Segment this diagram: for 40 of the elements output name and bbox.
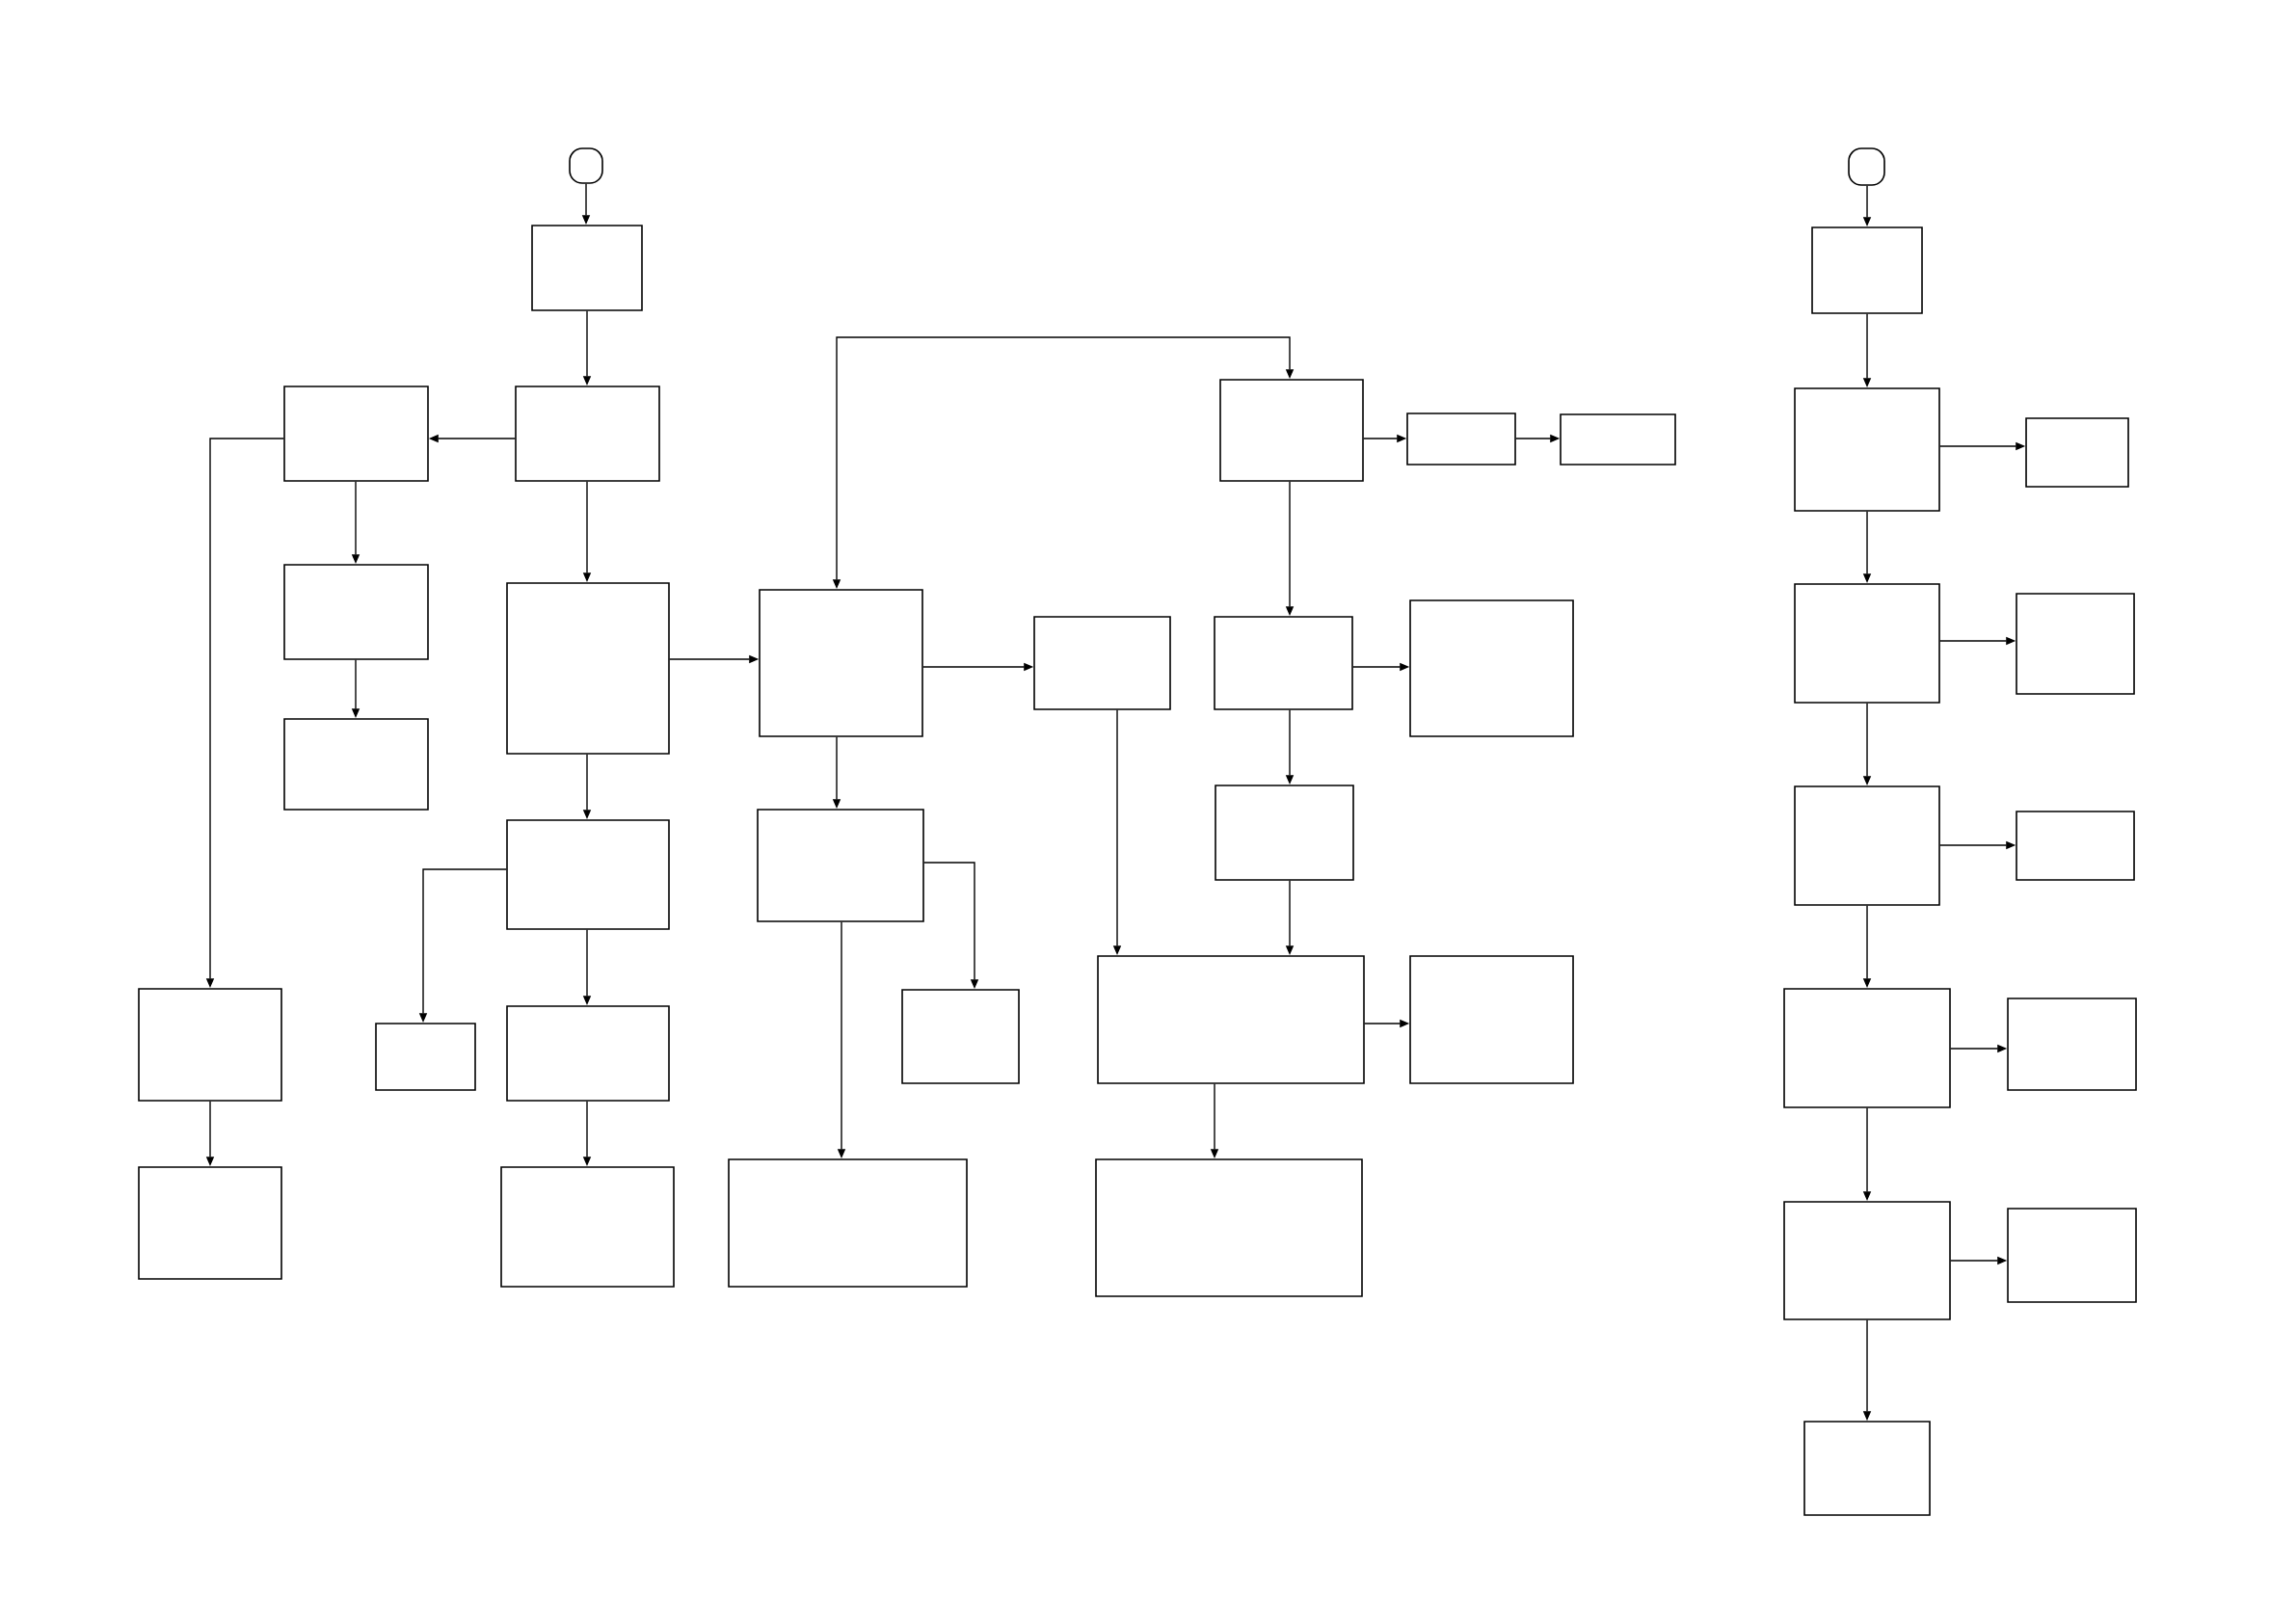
process-box bbox=[1406, 412, 1516, 466]
process-box bbox=[1409, 955, 1574, 1084]
process-box bbox=[1794, 583, 1940, 704]
process-box bbox=[901, 989, 1020, 1084]
process-box bbox=[728, 1158, 968, 1288]
process-box bbox=[1033, 616, 1171, 710]
process-box bbox=[2025, 417, 2129, 488]
start-terminal bbox=[569, 147, 603, 184]
process-box bbox=[1783, 988, 1951, 1108]
process-box bbox=[2007, 998, 2137, 1091]
process-box bbox=[1214, 616, 1353, 710]
process-box bbox=[283, 564, 429, 660]
process-box bbox=[283, 386, 429, 482]
process-box bbox=[1560, 413, 1676, 466]
start-terminal bbox=[1848, 147, 1885, 186]
process-box bbox=[506, 1005, 670, 1102]
process-box bbox=[2007, 1208, 2137, 1303]
process-box bbox=[1219, 379, 1364, 482]
process-box bbox=[2016, 593, 2135, 695]
process-box bbox=[283, 718, 429, 811]
process-box bbox=[1811, 226, 1923, 314]
process-box bbox=[138, 1166, 282, 1280]
process-box bbox=[757, 809, 924, 922]
process-box bbox=[506, 582, 670, 755]
process-box bbox=[1794, 785, 1940, 906]
process-box bbox=[1783, 1201, 1951, 1320]
process-box bbox=[515, 386, 660, 482]
process-box bbox=[1095, 1158, 1363, 1297]
process-box bbox=[506, 819, 670, 930]
process-box bbox=[1794, 387, 1940, 512]
process-box bbox=[2016, 811, 2135, 881]
process-box bbox=[1409, 599, 1574, 737]
process-box bbox=[759, 589, 923, 737]
process-box bbox=[138, 988, 282, 1102]
process-box bbox=[500, 1166, 675, 1288]
process-box bbox=[1215, 785, 1354, 881]
process-box bbox=[1097, 955, 1365, 1084]
process-box bbox=[1803, 1421, 1931, 1516]
process-box bbox=[531, 225, 643, 311]
process-box bbox=[375, 1023, 476, 1091]
